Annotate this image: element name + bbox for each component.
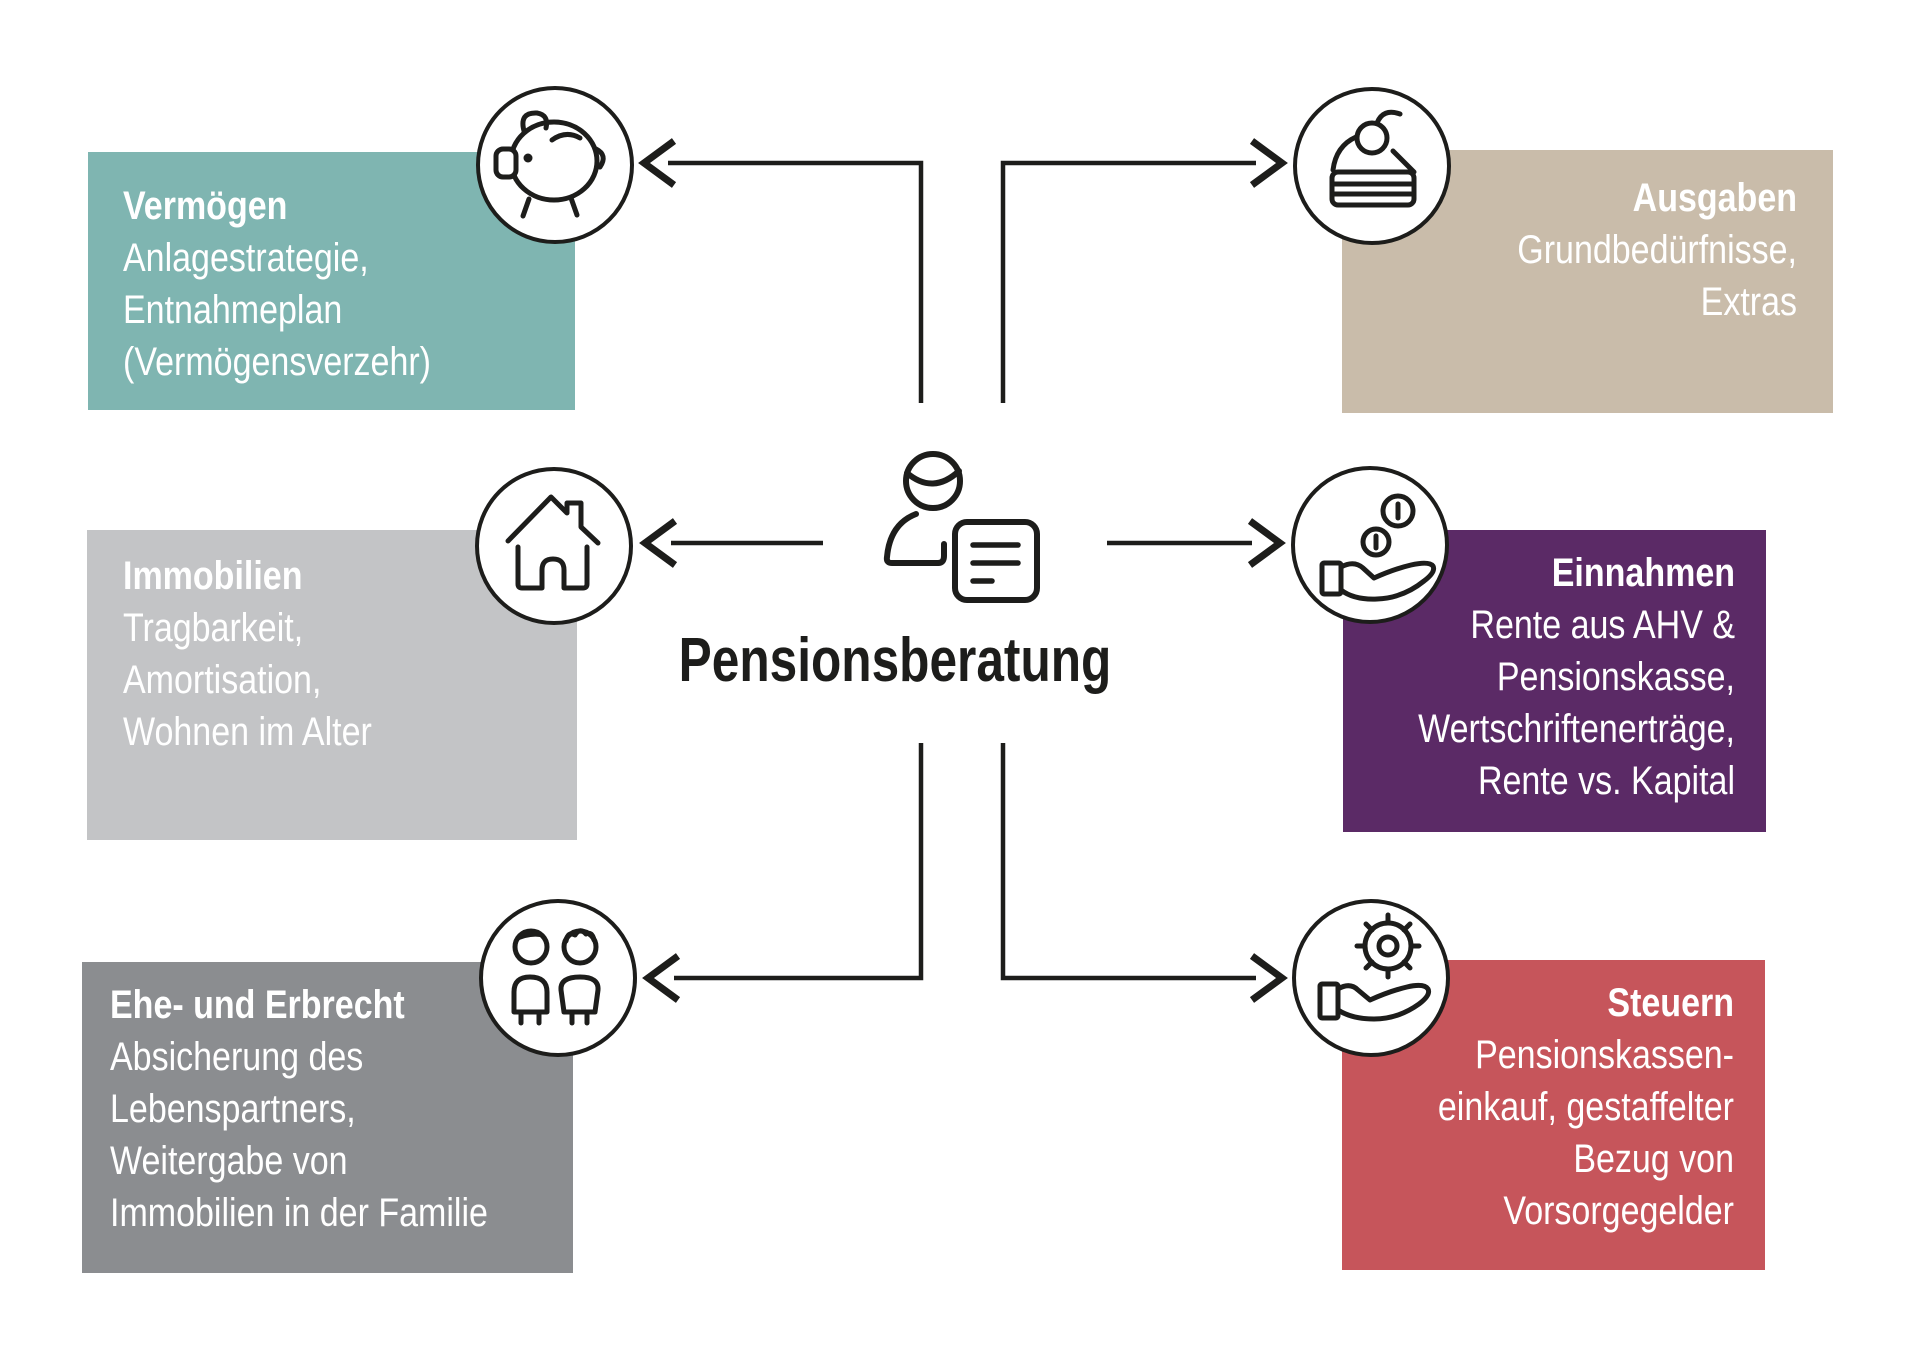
topic-line: Anlagestrategie, xyxy=(123,236,369,280)
topic-line: Lebenspartners, xyxy=(110,1087,356,1131)
diagram-title-text: Pensionsberatung xyxy=(678,626,1112,695)
arrow-to-steuern xyxy=(1000,743,1288,1003)
topic-line: Rente vs. Kapital xyxy=(1477,759,1735,803)
topic-line: (Vermögensverzehr) xyxy=(123,340,432,384)
topic-line: Entnahmeplan xyxy=(123,288,343,332)
topic-line: Bezug von xyxy=(1573,1137,1734,1181)
couple-icon-circle xyxy=(479,899,637,1057)
topic-line: Weitergabe von xyxy=(110,1139,348,1183)
topic-heading: Immobilien xyxy=(123,554,303,598)
diagram-title: Pensionsberatung xyxy=(679,626,1436,696)
topic-lines: Grundbedürfnisse, Extras xyxy=(1410,224,1797,328)
house-icon-circle xyxy=(475,467,633,625)
cake-slice-icon-circle xyxy=(1293,87,1451,245)
topic-lines: Tragbarkeit, Amortisation, Wohnen im Alter xyxy=(123,602,509,758)
topic-heading: Einnahmen xyxy=(1551,551,1735,595)
topic-heading: Ausgaben xyxy=(1632,176,1797,220)
gear-on-hand-icon-circle xyxy=(1292,899,1450,1057)
topic-line: Extras xyxy=(1700,280,1797,324)
topic-line: Amortisation, xyxy=(123,658,322,702)
topic-line: Immobilien in der Familie xyxy=(110,1191,488,1235)
topic-line: Vorsorgegelder xyxy=(1503,1189,1734,1233)
topic-line: Rente aus AHV & xyxy=(1470,603,1735,647)
topic-lines: Rente aus AHV & Pensionskasse, Wertschrift… xyxy=(1402,599,1735,807)
arrow-to-ehe-erbrecht xyxy=(642,743,924,1003)
topic-heading: Steuern xyxy=(1607,981,1734,1025)
advisor-with-document-icon xyxy=(883,451,1040,603)
topic-line: Absicherung des xyxy=(110,1035,364,1079)
coins-in-hand-icon-circle xyxy=(1291,466,1449,624)
arrow-to-einnahmen xyxy=(1107,518,1286,568)
topic-line: einkauf, gestaffelter xyxy=(1437,1085,1734,1129)
topic-lines: Anlagestrategie, Entnahmeplan (Vermögensve… xyxy=(123,232,507,388)
topic-line: Grundbedürfnisse, xyxy=(1517,228,1797,272)
topic-line: Pensionskassen- xyxy=(1475,1033,1734,1077)
arrow-to-ausgaben xyxy=(1000,138,1288,403)
topic-line: Wohnen im Alter xyxy=(123,710,372,754)
topic-line: Pensionskasse, xyxy=(1496,655,1735,699)
topic-heading: Ehe- und Erbrecht xyxy=(110,983,405,1027)
topic-heading: Vermögen xyxy=(123,184,288,228)
arrow-to-immobilien xyxy=(639,518,823,568)
topic-line: Wertschriftenerträge, xyxy=(1418,707,1735,751)
topic-line: Tragbarkeit, xyxy=(123,606,304,650)
arrow-to-vermoegen xyxy=(638,138,924,403)
piggy-bank-icon-circle xyxy=(476,86,634,244)
